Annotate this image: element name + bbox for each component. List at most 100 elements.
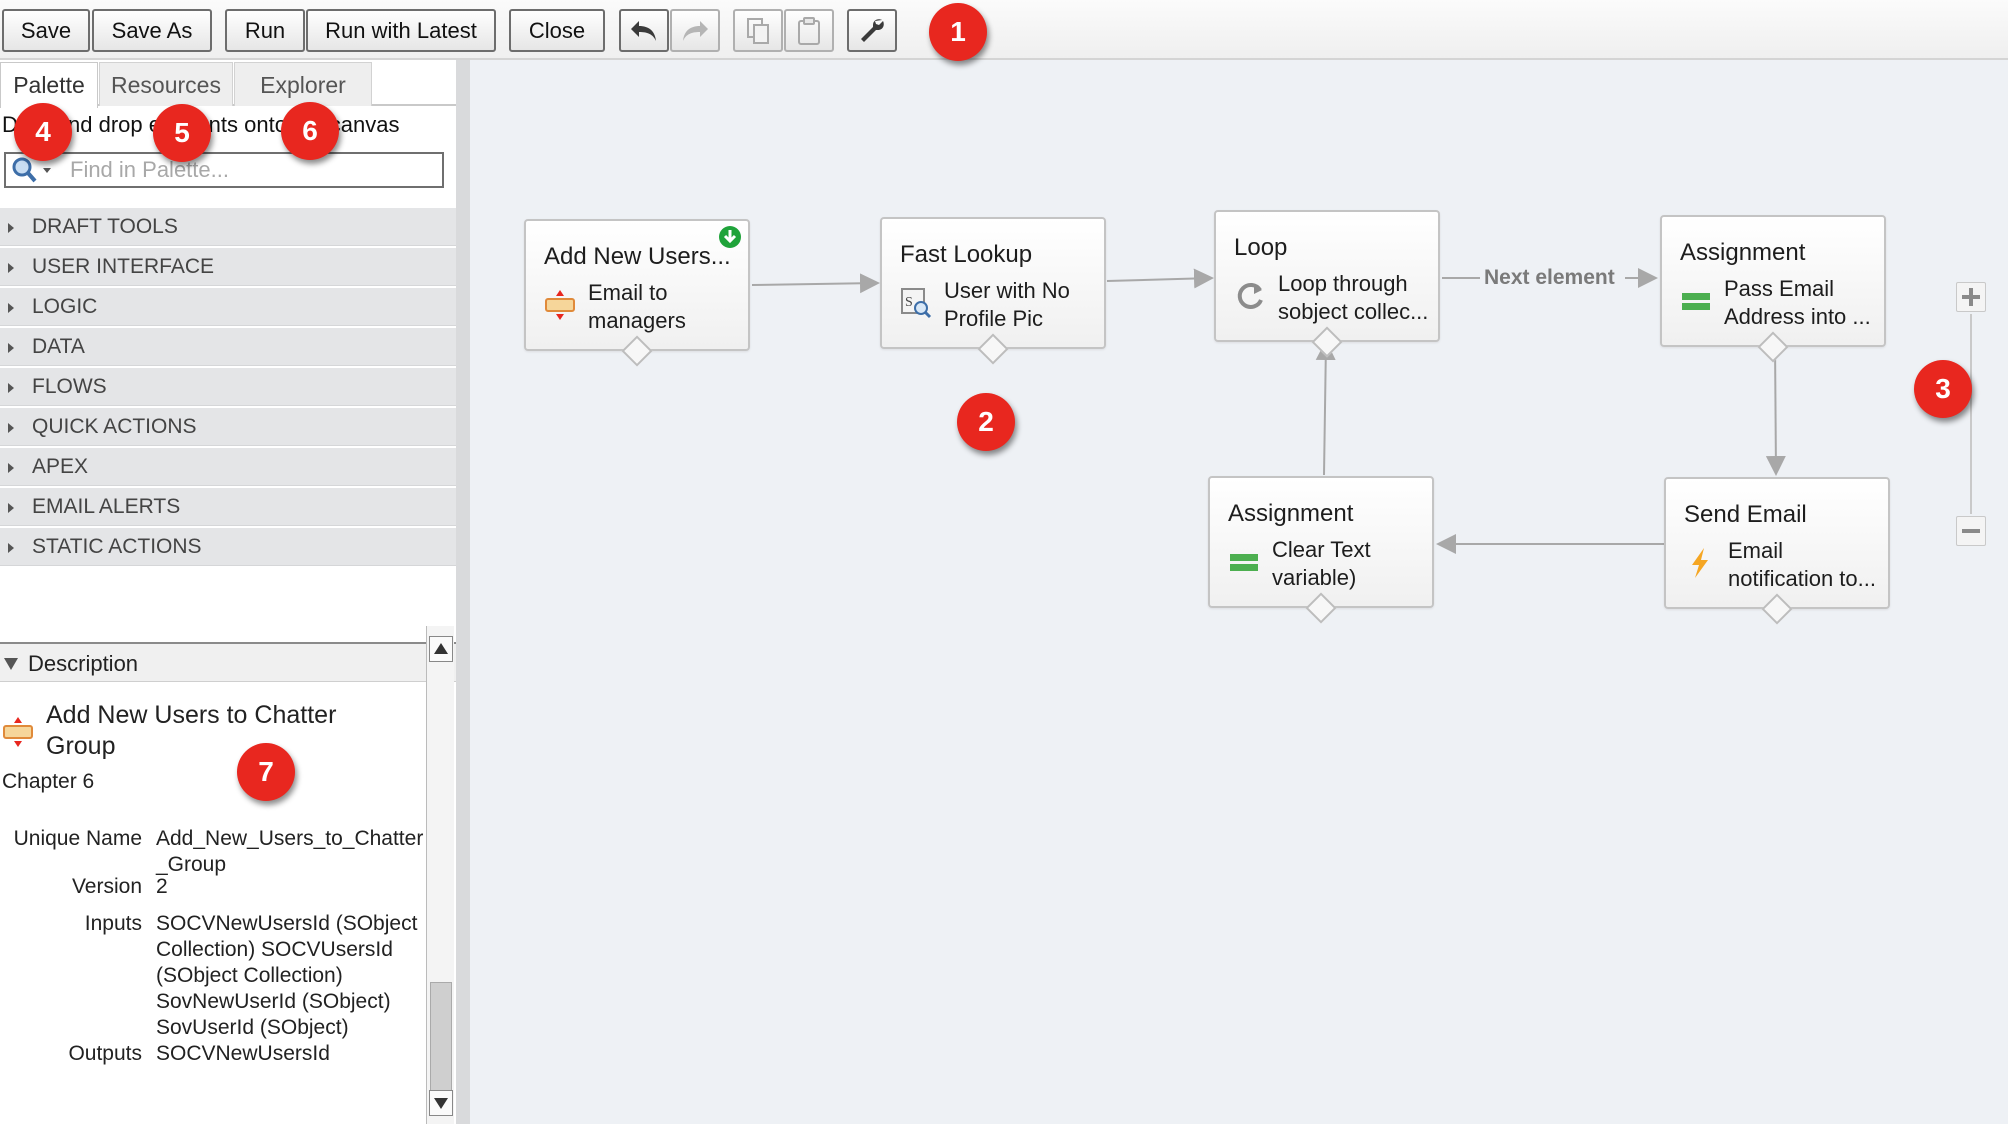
inputs-value: SOCVNewUsersId (SObject Collection) SOCV… (156, 912, 418, 1039)
expand-arrow-icon (8, 303, 14, 313)
run-button[interactable]: Run (225, 9, 305, 52)
zoom-out-button[interactable] (1956, 516, 1986, 546)
tab-resources[interactable]: Resources (99, 62, 233, 106)
callout-4: 4 (14, 103, 72, 161)
description-title: Add New Users to Chatter Group (46, 701, 337, 760)
category-label: APEX (32, 455, 89, 478)
node-title: Loop (1234, 234, 1288, 261)
category-label: DRAFT TOOLS (32, 215, 178, 238)
category-apex[interactable]: APEX (0, 448, 456, 486)
collapse-arrow-icon (4, 658, 18, 670)
copy-icon (747, 17, 769, 44)
category-label: STATIC ACTIONS (32, 535, 202, 558)
assignment-icon (1230, 554, 1258, 571)
edge-label-next-element: Next element (1480, 266, 1619, 290)
expand-arrow-icon (8, 463, 14, 473)
panel-splitter[interactable] (456, 60, 470, 1124)
version-row: Version 2 (0, 874, 430, 904)
unique-name-value: Add_New_Users_to_Chatter_Group (156, 827, 424, 876)
zoom-slider-track[interactable] (1970, 314, 1972, 514)
tab-palette[interactable]: Palette (0, 62, 98, 108)
node-body: Email to managers (588, 280, 686, 333)
callout-5: 5 (153, 104, 211, 162)
category-data[interactable]: DATA (0, 328, 456, 366)
description-subtitle: Chapter 6 (2, 770, 95, 793)
category-flows[interactable]: FLOWS (0, 368, 456, 406)
paste-button[interactable] (784, 9, 834, 52)
category-label: EMAIL ALERTS (32, 495, 181, 518)
description-header-label: Description (28, 651, 139, 676)
unique-name-row: Unique Name Add_New_Users_to_Chatter_Gro… (0, 826, 430, 880)
node-body: User with No Profile Pic (944, 278, 1070, 331)
node-body: Loop through sobject collec... (1278, 271, 1429, 324)
callout-6: 6 (281, 102, 339, 160)
category-draft-tools[interactable]: DRAFT TOOLS (0, 208, 456, 246)
outputs-row: Outputs SOCVNewUsersId (0, 1041, 430, 1071)
tab-explorer[interactable]: Explorer (234, 62, 372, 106)
flow-node-start[interactable]: Add New Users... Email to managers (524, 219, 750, 367)
settings-button[interactable] (847, 9, 897, 52)
description-body: Add New Users to Chatter Group Chapter 6… (0, 686, 430, 1124)
flow-node-loop[interactable]: Loop Loop through sobject collec... (1214, 210, 1440, 358)
scroll-down-button[interactable] (429, 1090, 453, 1116)
node-title: Fast Lookup (900, 241, 1033, 268)
category-label: DATA (32, 335, 85, 358)
left-panel: Palette Resources Explorer Drag and drop… (0, 60, 456, 1124)
settings-wrench-icon (861, 18, 884, 42)
panel-tabs: Palette Resources Explorer (0, 60, 456, 108)
outputs-label: Outputs (68, 1042, 142, 1065)
expand-arrow-icon (8, 263, 14, 273)
undo-icon (631, 20, 656, 41)
outputs-value: SOCVNewUsersId (156, 1042, 330, 1065)
plus-icon (1962, 288, 1980, 306)
save-as-button[interactable]: Save As (92, 9, 212, 52)
category-email-alerts[interactable]: EMAIL ALERTS (0, 488, 456, 526)
category-label: LOGIC (32, 295, 98, 318)
svg-text:S: S (905, 295, 913, 310)
category-quick-actions[interactable]: QUICK ACTIONS (0, 408, 456, 446)
copy-button[interactable] (733, 9, 783, 52)
arrow-up-icon (434, 643, 448, 654)
callout-2: 2 (957, 393, 1015, 451)
save-button[interactable]: Save (2, 9, 90, 52)
version-value: 2 (156, 875, 168, 898)
redo-icon (683, 20, 708, 41)
fast-lookup-icon: S (901, 288, 932, 319)
inputs-row: Inputs SOCVNewUsersId (SObject Collectio… (0, 911, 430, 1041)
description-scrollbar[interactable] (426, 626, 454, 1124)
category-label: USER INTERFACE (32, 255, 215, 278)
minus-icon (1962, 529, 1980, 533)
flow-node-assignment-clear[interactable]: Assignment Clear Text variable) (1208, 476, 1434, 624)
zoom-in-button[interactable] (1956, 282, 1986, 312)
description-header[interactable]: Description (0, 642, 456, 682)
connector-lines (751, 268, 1786, 554)
scroll-up-button[interactable] (429, 636, 453, 662)
flow-node-fast-lookup[interactable]: Fast Lookup S User with No Profile Pic (880, 217, 1106, 365)
palette-search (4, 152, 444, 188)
node-title: Send Email (1684, 501, 1807, 528)
node-body: Clear Text variable) (1272, 537, 1371, 590)
flow-start-icon (3, 717, 33, 747)
expand-arrow-icon (8, 343, 14, 353)
expand-arrow-icon (8, 383, 14, 393)
flow-canvas[interactable]: Add New Users... Email to managers Fast … (470, 60, 2008, 1124)
flow-node-assignment-email[interactable]: Assignment Pass Email Address into ... (1660, 215, 1886, 363)
start-badge-icon (719, 226, 741, 248)
toolbar: Save Save As Run Run with Latest Close (0, 0, 2008, 60)
category-user-interface[interactable]: USER INTERFACE (0, 248, 456, 286)
search-filter-button[interactable] (8, 156, 64, 184)
run-with-latest-button[interactable]: Run with Latest (306, 9, 496, 52)
redo-button[interactable] (670, 9, 720, 52)
flow-node-send-email[interactable]: Send Email Email notification to... (1664, 477, 1890, 625)
close-button[interactable]: Close (509, 9, 605, 52)
arrow-down-icon (434, 1098, 448, 1109)
expand-arrow-icon (8, 503, 14, 513)
callout-3: 3 (1914, 360, 1972, 418)
category-logic[interactable]: LOGIC (0, 288, 456, 326)
category-label: QUICK ACTIONS (32, 415, 197, 438)
category-static-actions[interactable]: STATIC ACTIONS (0, 528, 456, 566)
undo-button[interactable] (619, 9, 669, 52)
scroll-thumb[interactable] (430, 982, 452, 1094)
palette-search-input[interactable] (68, 155, 438, 185)
callout-7: 7 (237, 743, 295, 801)
